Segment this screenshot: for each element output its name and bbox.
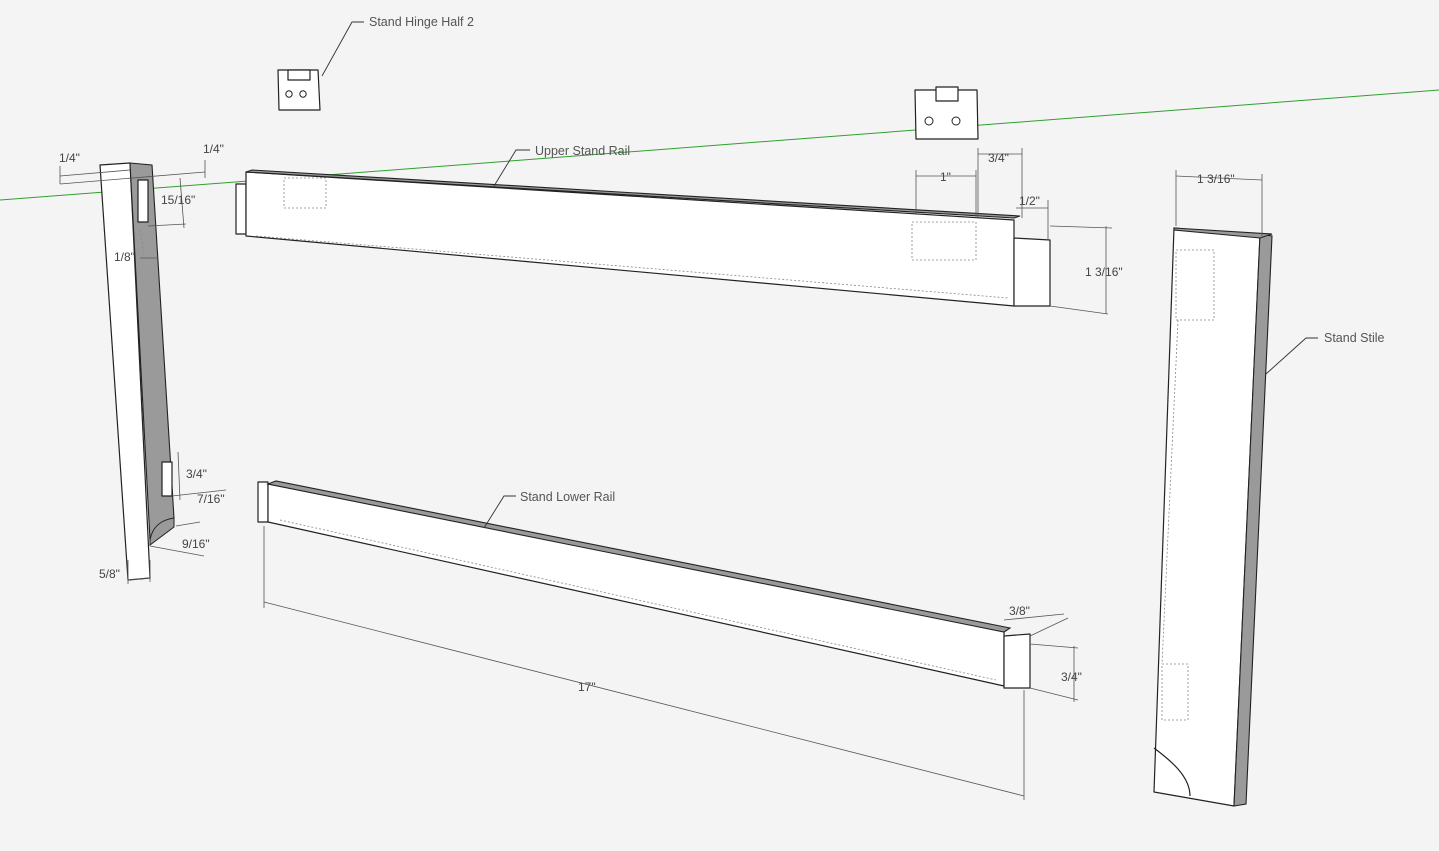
dim-3-8: 3/8": [1009, 604, 1030, 618]
stile-label: Stand Stile: [1324, 331, 1385, 345]
hinge-leader: [321, 21, 364, 77]
dim-quarter-right: 1/4": [203, 142, 224, 156]
right-stile-part[interactable]: [1153, 227, 1273, 807]
lower-rail-leader: [483, 495, 516, 529]
dim-3-4-top: 3/4": [988, 151, 1009, 165]
dim-quarter-left: 1/4": [59, 151, 80, 165]
hinge-label: Stand Hinge Half 2: [369, 15, 474, 29]
left-stile-part[interactable]: [99, 162, 175, 581]
dim-3-4-lower: 3/4": [1061, 670, 1082, 684]
hinge-left-part[interactable]: [277, 69, 321, 111]
dim-9-16: 9/16": [182, 537, 210, 551]
dim-3-4-stile: 3/4": [186, 467, 207, 481]
dim-1-3-16-rail: 1 3/16": [1085, 265, 1123, 279]
dim-15-16: 15/16": [161, 193, 195, 207]
dim-7-16: 7/16": [197, 492, 225, 506]
dim-1-inch: 1": [940, 170, 951, 184]
upper-rail-part[interactable]: [235, 169, 1051, 307]
dim-1-8: 1/8": [114, 250, 135, 264]
dim-1-2: 1/2": [1019, 194, 1040, 208]
upper-rail-leader: [493, 149, 530, 187]
dim-17-inch: 17": [578, 680, 596, 694]
lower-rail-part[interactable]: [257, 480, 1031, 689]
lower-rail-label: Stand Lower Rail: [520, 490, 615, 504]
stile-leader: [1265, 337, 1318, 375]
dim-1-3-16-stile: 1 3/16": [1197, 172, 1235, 186]
hinge-right-part[interactable]: [914, 86, 979, 140]
upper-rail-label: Upper Stand Rail: [535, 144, 630, 158]
dim-5-8: 5/8": [99, 567, 120, 581]
green-axis-line: [0, 89, 1439, 201]
dimension-lines: [59, 148, 1263, 800]
